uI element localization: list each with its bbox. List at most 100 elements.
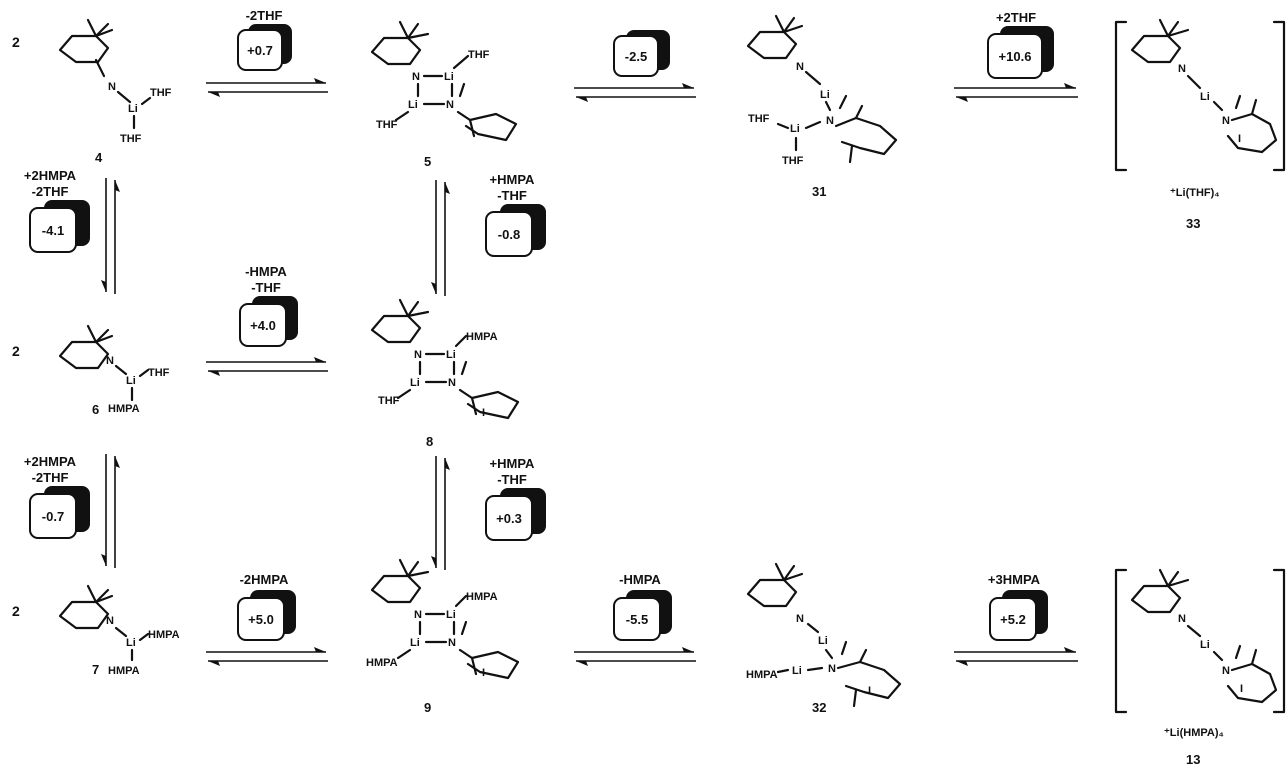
- compound-number: 4: [95, 150, 103, 165]
- condition-top: -HMPA: [619, 572, 661, 587]
- atom-N: N: [1222, 115, 1230, 127]
- atom-Li: Li: [408, 99, 418, 111]
- atom-N: N: [412, 71, 420, 83]
- atom-Li: Li: [126, 637, 136, 649]
- compound-number: 32: [812, 700, 826, 715]
- ligand-bottom: HMPA: [108, 403, 140, 415]
- left-bracket: [1114, 568, 1128, 714]
- atom-Li: Li: [790, 123, 800, 135]
- atom-N: N: [448, 377, 456, 389]
- atom-N: N: [108, 81, 116, 93]
- compound-5: N Li THF Li N THF 5: [370, 20, 518, 169]
- compound-number: 8: [426, 434, 433, 449]
- ligand-top: HMPA: [148, 629, 180, 641]
- energy-badge: +5.0: [237, 590, 296, 641]
- compound-7: 2 N Li HMPA HMPA 7: [12, 584, 180, 677]
- energy-value: +10.6: [999, 49, 1032, 64]
- energy-badge: +0.7: [237, 24, 292, 71]
- energy-value: +5.2: [1000, 612, 1026, 627]
- right-bracket: [1272, 20, 1286, 172]
- equilibrium-32-13: +3HMPA +5.2: [954, 572, 1078, 666]
- energy-value: +4.0: [250, 318, 276, 333]
- energy-value: -4.1: [42, 223, 64, 238]
- ligand-bottom: THF: [378, 395, 400, 407]
- equilibrium-5-8: +HMPA -THF -0.8: [431, 172, 546, 296]
- energy-badge: +4.0: [239, 296, 298, 347]
- atom-N: N: [414, 349, 422, 361]
- atom-N: N: [106, 355, 114, 367]
- compound-32: N Li N Li HMPA I 32: [746, 562, 902, 715]
- condition-bottom: -THF: [497, 188, 527, 203]
- compound-9: N Li HMPA Li N HMPA I 9: [366, 558, 520, 715]
- atom-I: I: [1240, 683, 1243, 695]
- atom-Li: Li: [410, 637, 420, 649]
- atom-N: N: [1178, 613, 1186, 625]
- atom-Li: Li: [792, 665, 802, 677]
- atom-Li: Li: [818, 635, 828, 647]
- equilibrium-4-5: -2THF +0.7: [206, 8, 328, 97]
- atom-Li: Li: [820, 89, 830, 101]
- condition-top: -2HMPA: [240, 572, 289, 587]
- tmp-ring: [58, 18, 114, 78]
- energy-value: -5.5: [626, 612, 648, 627]
- coefficient: 2: [12, 603, 20, 619]
- compound-13: N Li N I ⁺Li(HMPA)₄ 13: [1114, 568, 1286, 767]
- compound-number: 6: [92, 402, 99, 417]
- condition-top: -HMPA: [245, 264, 287, 279]
- compound-number: 9: [424, 700, 431, 715]
- condition-top: -2THF: [246, 8, 283, 23]
- atom-N: N: [828, 663, 836, 675]
- atom-N: N: [1178, 63, 1186, 75]
- ligand-a: HMPA: [746, 669, 778, 681]
- atom-Li: Li: [446, 609, 456, 621]
- compound-number: 7: [92, 662, 99, 677]
- condition-bottom: -2THF: [32, 470, 69, 485]
- energy-value: +0.7: [247, 43, 273, 58]
- equilibrium-7-9: -2HMPA +5.0: [206, 572, 328, 666]
- ligand-b: THF: [782, 155, 804, 167]
- ligand-a: THF: [748, 113, 770, 125]
- compound-8: N Li HMPA Li N THF I 8: [370, 298, 520, 449]
- atom-N: N: [796, 613, 804, 625]
- condition-top: +3HMPA: [988, 572, 1041, 587]
- compound-31: N Li N Li THF THF 31: [746, 14, 898, 199]
- condition-top: +HMPA: [490, 172, 536, 187]
- atom-Li: Li: [446, 349, 456, 361]
- coefficient: 2: [12, 34, 20, 50]
- atom-N: N: [106, 615, 114, 627]
- equilibrium-6-8: -HMPA -THF +4.0: [206, 264, 328, 376]
- energy-badge: -4.1: [29, 200, 90, 253]
- coefficient: 2: [12, 343, 20, 359]
- atom-Li: Li: [1200, 91, 1210, 103]
- equilibrium-6-7: +2HMPA -2THF -0.7: [24, 454, 120, 568]
- compound-number: 31: [812, 184, 826, 199]
- ligand-top: HMPA: [466, 331, 498, 343]
- energy-value: +0.3: [496, 511, 522, 526]
- atom-N: N: [796, 61, 804, 73]
- condition-top: +2HMPA: [24, 454, 77, 469]
- atom-I: I: [868, 685, 871, 697]
- equilibrium-5-31: -2.5: [574, 30, 696, 102]
- atom-N: N: [826, 115, 834, 127]
- energy-badge: -0.8: [485, 204, 546, 257]
- atom-I: I: [1238, 133, 1241, 145]
- ligand-bottom: THF: [376, 119, 398, 131]
- condition-bottom: -THF: [251, 280, 281, 295]
- condition-bottom: -2THF: [32, 184, 69, 199]
- equilibrium-9-32: -HMPA -5.5: [574, 572, 696, 666]
- atom-I: I: [482, 667, 485, 679]
- atom-Li: Li: [410, 377, 420, 389]
- ligand-bottom: HMPA: [366, 657, 398, 669]
- energy-badge: -0.7: [29, 486, 90, 539]
- atom-N: N: [414, 609, 422, 621]
- energy-badge: -2.5: [613, 30, 670, 77]
- counterion: ⁺Li(THF)₄: [1170, 187, 1220, 199]
- atom-I: I: [482, 407, 485, 419]
- atom-Li: Li: [126, 375, 136, 387]
- energy-badge: +10.6: [987, 26, 1054, 79]
- ligand-top: HMPA: [466, 591, 498, 603]
- equilibrium-8-9: +HMPA -THF +0.3: [431, 456, 546, 570]
- compound-6: 2 N Li THF HMPA 6: [12, 324, 170, 417]
- energy-value: -0.7: [42, 509, 64, 524]
